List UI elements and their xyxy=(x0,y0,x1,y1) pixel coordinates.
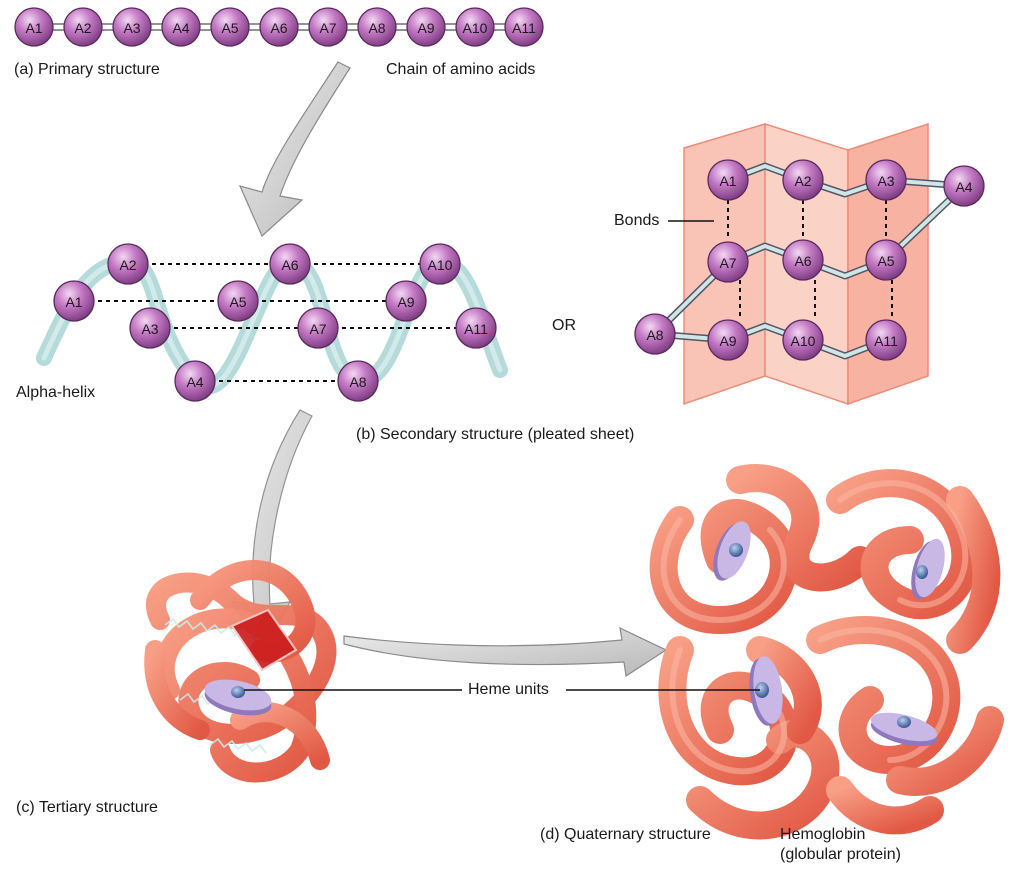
helix-amino-acid-a11-label: A11 xyxy=(464,321,488,337)
alpha-helix-label: Alpha-helix xyxy=(16,384,96,401)
primary-amino-acid-a10-label: A10 xyxy=(463,20,488,36)
or-label: OR xyxy=(552,317,576,334)
sheet-amino-acid-a6: A6 xyxy=(782,239,824,281)
sheet-amino-acid-a11-label: A11 xyxy=(874,333,898,349)
primary-amino-acid-a5: A5 xyxy=(210,7,250,47)
sheet-amino-acid-a11: A11 xyxy=(865,319,907,361)
helix-amino-acid-a5-label: A5 xyxy=(229,294,246,310)
tertiary-structure xyxy=(144,560,337,783)
helix-amino-acid-a4-label: A4 xyxy=(186,374,203,390)
sheet-amino-acid-a8-label: A8 xyxy=(646,327,663,343)
primary-amino-acid-a10: A10 xyxy=(455,7,495,47)
primary-amino-acid-a6: A6 xyxy=(259,7,299,47)
helix-amino-acid-a2-label: A2 xyxy=(119,257,136,273)
helix-amino-acid-a3: A3 xyxy=(129,307,171,349)
primary-amino-acid-a9-label: A9 xyxy=(417,20,434,36)
quaternary-structure xyxy=(649,464,1004,840)
sheet-amino-acid-a3-label: A3 xyxy=(877,173,894,189)
primary-amino-acid-a2: A2 xyxy=(63,7,103,47)
sheet-amino-acid-a9: A9 xyxy=(707,319,749,361)
sheet-amino-acid-a6-label: A6 xyxy=(794,253,811,269)
curved-arrow-primary-to-secondary xyxy=(238,61,351,238)
heme-disc-1 xyxy=(713,521,751,581)
primary-amino-acid-a1-label: A1 xyxy=(25,20,42,36)
helix-amino-acid-a7: A7 xyxy=(297,307,339,349)
sheet-amino-acid-a7: A7 xyxy=(707,241,749,283)
primary-amino-acid-a4: A4 xyxy=(161,7,201,47)
helix-amino-acid-a9-label: A9 xyxy=(397,294,414,310)
sheet-amino-acid-a3: A3 xyxy=(865,159,907,201)
primary-amino-acid-a7-label: A7 xyxy=(319,20,336,36)
primary-amino-acid-a11: A11 xyxy=(504,7,544,47)
helix-amino-acid-a7-label: A7 xyxy=(309,321,326,337)
helix-amino-acid-a4: A4 xyxy=(174,360,216,402)
primary-chain: A1 A2 A3 A4 A5 A6 A7 A8 A9 A10 A11 xyxy=(14,7,544,47)
primary-amino-acid-a6-label: A6 xyxy=(270,20,287,36)
primary-structure-label: (a) Primary structure xyxy=(14,61,160,78)
helix-amino-acid-a8: A8 xyxy=(337,360,379,402)
helix-amino-acid-a3-label: A3 xyxy=(141,321,158,337)
sheet-amino-acid-a5-label: A5 xyxy=(877,253,894,269)
helix-amino-acid-a5: A5 xyxy=(217,280,259,322)
helix-amino-acid-a9: A9 xyxy=(385,280,427,322)
globular-protein-label: (globular protein) xyxy=(780,846,901,863)
primary-amino-acid-a3-label: A3 xyxy=(123,20,140,36)
helix-hydrogen-bonds xyxy=(74,263,476,382)
sheet-amino-acid-a4: A4 xyxy=(943,165,985,207)
helix-amino-acid-a8-label: A8 xyxy=(349,374,366,390)
sheet-amino-acid-a2-label: A2 xyxy=(794,173,811,189)
primary-amino-acid-a3: A3 xyxy=(112,7,152,47)
quaternary-structure-label: (d) Quaternary structure xyxy=(540,826,711,843)
arrow-tertiary-to-quaternary xyxy=(343,626,668,678)
sheet-amino-acid-a7-label: A7 xyxy=(719,255,736,271)
heme-units-label: Heme units xyxy=(468,681,549,698)
primary-amino-acid-a8: A8 xyxy=(357,7,397,47)
helix-amino-acid-a11: A11 xyxy=(455,307,497,349)
secondary-structure-label: (b) Secondary structure (pleated sheet) xyxy=(356,426,635,443)
primary-amino-acid-a4-label: A4 xyxy=(172,20,189,36)
sheet-amino-acid-a10-label: A10 xyxy=(791,333,816,349)
helix-amino-acid-a1-label: A1 xyxy=(65,294,82,310)
sheet-amino-acid-a9-label: A9 xyxy=(719,333,736,349)
sheet-amino-acid-a1-label: A1 xyxy=(719,173,736,189)
primary-amino-acid-a5-label: A5 xyxy=(221,20,238,36)
sheet-amino-acid-a5: A5 xyxy=(865,239,907,281)
helix-amino-acid-a6: A6 xyxy=(269,243,311,285)
primary-amino-acid-a11-label: A11 xyxy=(512,20,536,36)
sheet-amino-acid-a4-label: A4 xyxy=(955,179,972,195)
tertiary-structure-label: (c) Tertiary structure xyxy=(16,799,158,816)
helix-amino-acid-a10-label: A10 xyxy=(428,257,453,273)
helix-amino-acid-a6-label: A6 xyxy=(281,257,298,273)
primary-amino-acid-a2-label: A2 xyxy=(74,20,91,36)
sheet-amino-acid-a10: A10 xyxy=(782,319,824,361)
heme-disc-4 xyxy=(870,712,938,747)
hemoglobin-label: Hemoglobin xyxy=(780,826,866,843)
helix-amino-acid-a10: A10 xyxy=(419,243,461,285)
sheet-amino-acid-a1: A1 xyxy=(707,159,749,201)
helix-amino-acid-a2: A2 xyxy=(107,243,149,285)
primary-amino-acid-a7: A7 xyxy=(308,7,348,47)
heme-disc-tertiary xyxy=(204,679,272,716)
primary-amino-acid-a8-label: A8 xyxy=(368,20,385,36)
primary-amino-acid-a9: A9 xyxy=(406,7,446,47)
primary-amino-acid-a1: A1 xyxy=(14,7,54,47)
bonds-label: Bonds xyxy=(614,212,660,229)
heme-disc-2 xyxy=(911,538,945,600)
sheet-amino-acid-a2: A2 xyxy=(782,159,824,201)
sheet-hydrogen-bonds xyxy=(727,200,893,320)
heme-disc-3 xyxy=(749,656,783,726)
chain-of-amino-acids-label: Chain of amino acids xyxy=(386,61,536,78)
helix-amino-acid-a1: A1 xyxy=(53,280,95,322)
sheet-amino-acid-a8: A8 xyxy=(634,313,676,355)
